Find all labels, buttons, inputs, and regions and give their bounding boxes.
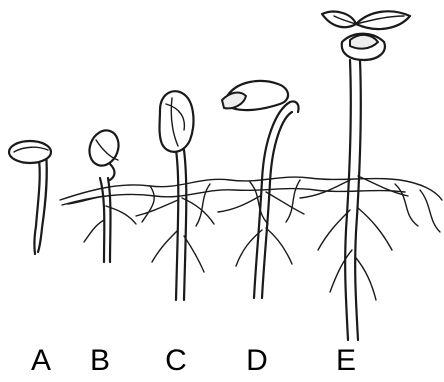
soil-root-network	[60, 177, 442, 232]
stage-label-d: D	[246, 344, 268, 377]
stage-label-e: E	[336, 344, 356, 377]
seedling-stage-e	[300, 11, 410, 340]
stage-label-a: A	[31, 344, 51, 377]
seedling-stage-a	[9, 141, 51, 254]
stage-labels: A B C D E	[31, 344, 356, 377]
stage-label-c: C	[165, 344, 187, 377]
stage-label-b: B	[90, 344, 110, 377]
